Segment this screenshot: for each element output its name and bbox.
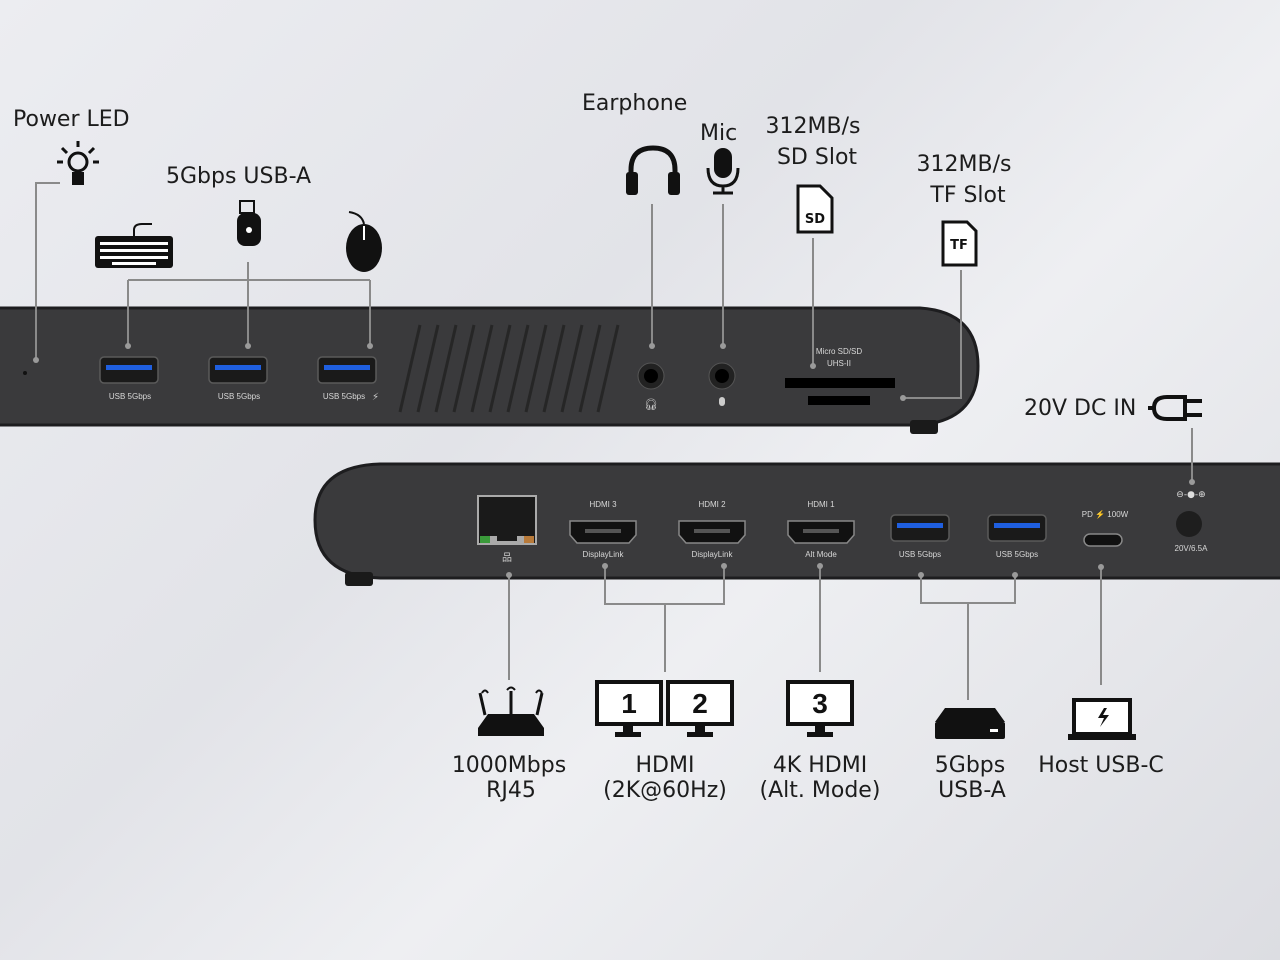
monitor-number: 2 xyxy=(692,688,708,719)
laptop-icon xyxy=(1068,698,1136,740)
usb-port-2 xyxy=(208,356,268,384)
usb-port-label: USB 5Gbps xyxy=(218,392,260,401)
hdmi1-port xyxy=(787,520,855,544)
hdmi2-sub: DisplayLink xyxy=(692,550,734,559)
headphone-jack xyxy=(637,362,665,390)
earphone-label: Earphone xyxy=(582,91,687,116)
rj45-speed-label: 1000Mbps xyxy=(452,753,566,778)
usb-a-label: 5Gbps USB-A xyxy=(166,164,311,189)
router-icon xyxy=(478,686,544,736)
card-reader-label: Micro SD/SD xyxy=(816,347,862,356)
rear-usb-port-1 xyxy=(890,514,950,542)
dc-jack xyxy=(1176,511,1202,537)
power-plug-icon xyxy=(1148,395,1202,421)
dc-in-label: 20V DC IN xyxy=(1024,396,1136,421)
alt-mode-label: (Alt. Mode) xyxy=(760,778,881,803)
usb-a-bottom-label: USB-A xyxy=(938,778,1006,803)
hdmi3-port xyxy=(569,520,637,544)
sd-icon-text: SD xyxy=(805,212,825,227)
tf-card-icon: TF xyxy=(941,220,978,267)
mic-small-icon xyxy=(719,397,725,406)
keyboard-icon xyxy=(95,223,173,268)
dc-polarity-icon: ⊖-●-⊕ xyxy=(1176,490,1205,500)
usb-stick-icon xyxy=(237,200,261,246)
power-led-label: Power LED xyxy=(13,107,130,132)
mic-jack xyxy=(708,362,736,390)
monitor-3-icon: 3 xyxy=(786,680,854,737)
usb-port-1 xyxy=(99,356,159,384)
power-led xyxy=(23,371,27,375)
bulb-icon xyxy=(57,141,99,185)
hdmi-4k-label: 4K HDMI xyxy=(773,753,867,778)
monitor-2-icon: 2 xyxy=(666,680,734,737)
card-reader-label: UHS-II xyxy=(827,359,851,368)
rj45-label: RJ45 xyxy=(486,778,536,803)
tf-slot-label: TF Slot xyxy=(929,183,1006,208)
monitor-1-icon: 1 xyxy=(595,680,663,737)
front-panel: USB 5Gbps USB 5Gbps USB 5Gbps ⚡ 🎧︎ Micro… xyxy=(0,306,980,434)
hard-drive-icon xyxy=(935,708,1005,739)
hdmi3-label: HDMI 3 xyxy=(589,500,617,509)
rj45-port xyxy=(477,495,537,545)
connector-lines xyxy=(33,182,1195,700)
headphones-icon xyxy=(626,145,680,195)
network-icon: 品 xyxy=(502,552,512,564)
host-usbc-label: Host USB-C xyxy=(1038,753,1164,778)
tf-slot xyxy=(808,396,870,405)
usb-a-speed-label: 5Gbps xyxy=(935,753,1005,778)
usbc-label: PD ⚡ 100W xyxy=(1082,509,1129,519)
hdmi1-label: HDMI 1 xyxy=(807,500,835,509)
charge-icon: ⚡ xyxy=(372,392,379,403)
sd-speed-label: 312MB/s xyxy=(766,114,861,139)
dc-rating: 20V/6.5A xyxy=(1175,544,1209,553)
usb-port-label: USB 5Gbps xyxy=(996,550,1038,559)
mic-label: Mic xyxy=(700,121,737,146)
rear-panel: 品 HDMI 3 DisplayLink HDMI 2 DisplayLink … xyxy=(313,462,1280,586)
hdmi-spec-label: (2K@60Hz) xyxy=(603,778,727,803)
microphone-icon xyxy=(706,148,740,195)
usb-port-label: USB 5Gbps xyxy=(109,392,151,401)
usb-port-label: USB 5Gbps xyxy=(323,392,365,401)
usbc-port xyxy=(1083,533,1123,547)
monitor-number: 1 xyxy=(621,688,637,719)
usb-port-label: USB 5Gbps xyxy=(899,550,941,559)
hdmi3-sub: DisplayLink xyxy=(583,550,625,559)
sd-slot-label: SD Slot xyxy=(777,145,857,170)
monitor-number: 3 xyxy=(812,688,828,719)
hdmi-label: HDMI xyxy=(636,753,695,778)
vent-grille xyxy=(398,324,620,413)
headphone-small-icon: 🎧︎ xyxy=(644,398,658,411)
rear-usb-port-2 xyxy=(987,514,1047,542)
tf-icon-text: TF xyxy=(950,238,968,253)
hdmi2-label: HDMI 2 xyxy=(698,500,726,509)
sd-slot xyxy=(785,378,895,388)
sd-card-icon: SD xyxy=(796,184,834,234)
mouse-icon xyxy=(346,211,382,272)
tf-speed-label: 312MB/s xyxy=(917,152,1012,177)
hdmi2-port xyxy=(678,520,746,544)
usb-port-3 xyxy=(317,356,377,384)
hdmi1-sub: Alt Mode xyxy=(805,550,837,559)
